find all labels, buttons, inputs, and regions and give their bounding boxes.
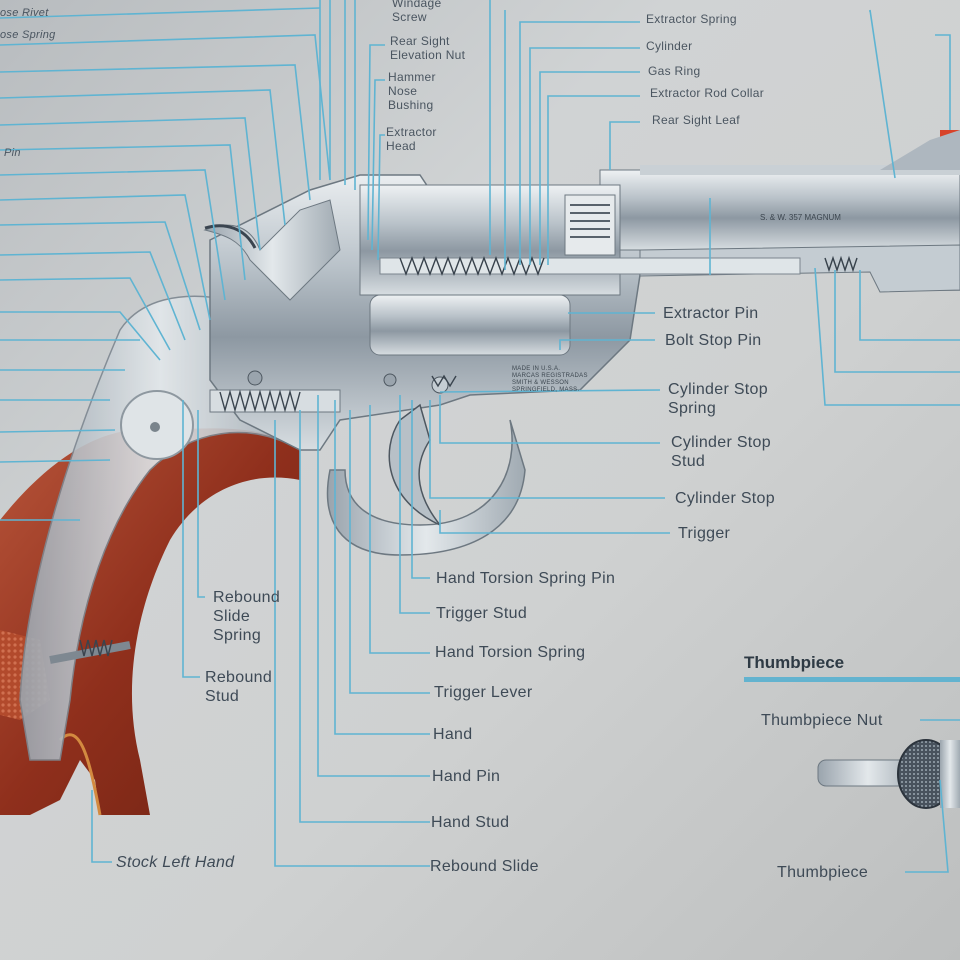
leader-lines — [0, 0, 960, 873]
label-extractor-pin: Extractor Pin — [663, 305, 759, 322]
hand-stud-dot — [247, 370, 263, 386]
cyl-stop-dot — [431, 376, 449, 394]
trigger-guard — [326, 419, 526, 556]
label-bolt-stop-pin: Bolt Stop Pin — [665, 332, 762, 349]
thumbpiece-section-title: Thumbpiece — [744, 653, 845, 672]
trigger-stud-dot — [383, 373, 397, 387]
stock-edge — [58, 733, 102, 816]
stock-screw-center — [150, 422, 160, 432]
label-thumbpiece-nut: Thumbpiece Nut — [761, 712, 883, 729]
hammer — [203, 199, 341, 301]
label-extractor-spring: Extractor Spring — [646, 12, 737, 26]
label-cylinder-stop-spring: Cylinder Stop Spring — [668, 381, 768, 417]
rebound-spring-coil — [219, 389, 301, 413]
label-hand: Hand — [433, 726, 473, 743]
extractor-tip-coil — [824, 255, 858, 273]
label-rebound-slide-spring: Rebound Slide Spring — [213, 589, 281, 644]
label-spring-partial: ose Spring — [0, 29, 56, 41]
label-hand-torsion-spring-pin: Hand Torsion Spring Pin — [436, 570, 616, 587]
label-rear-sight-elevation-nut: Rear Sight Elevation Nut — [390, 34, 466, 62]
mainspring — [49, 641, 131, 664]
barrel — [599, 169, 960, 251]
thumbpiece-cap — [940, 740, 960, 808]
label-cylinder-stop: Cylinder Stop — [675, 490, 775, 507]
label-trigger-lever: Trigger Lever — [434, 684, 533, 701]
barrel-engraving: S. & W. 357 MAGNUM — [760, 213, 841, 222]
label-extractor-rod-collar: Extractor Rod Collar — [650, 86, 765, 100]
label-hand-stud: Hand Stud — [431, 814, 510, 831]
label-cylinder: Cylinder — [646, 39, 693, 53]
label-hand-torsion-spring: Hand Torsion Spring — [435, 644, 586, 661]
label-extractor-head: Extractor Head — [386, 125, 437, 153]
label-thumbpiece: Thumbpiece — [777, 864, 869, 881]
trigger-shape — [388, 403, 441, 526]
label-gas-ring: Gas Ring — [648, 64, 701, 78]
label-trigger-stud: Trigger Stud — [436, 605, 528, 622]
label-hammer-nose-bushing: Hammer Nose Bushing — [388, 70, 436, 112]
label-rebound-stud: Rebound Stud — [205, 669, 273, 705]
label-rebound-slide: Rebound Slide — [430, 858, 539, 875]
front-sight-ramp — [880, 130, 960, 170]
cyl-stop-spring-coil — [431, 374, 457, 388]
mainspring-coil — [79, 639, 113, 657]
label-cylinder-stop-stud: Cylinder Stop Stud — [671, 434, 771, 470]
barrel-rib — [640, 165, 960, 175]
label-stock-left-hand: Stock Left Hand — [116, 854, 235, 871]
thumbpiece-title-rule — [744, 677, 960, 682]
frame-engraving: MADE IN U.S.A. MARCAS REGISTRADAS SMITH … — [512, 366, 588, 393]
label-trigger: Trigger — [678, 525, 731, 542]
label-windage-screw: Windage Screw — [392, 0, 442, 24]
label-pin-partial: Pin — [4, 147, 21, 159]
cylinder-lower — [369, 294, 571, 356]
hammer-spur — [204, 224, 257, 249]
label-rear-sight-leaf: Rear Sight Leaf — [652, 113, 740, 127]
label-hand-pin: Hand Pin — [432, 768, 501, 785]
label-rivet-partial: ose Rivet — [0, 7, 49, 19]
gas-ring-coil — [570, 204, 610, 238]
